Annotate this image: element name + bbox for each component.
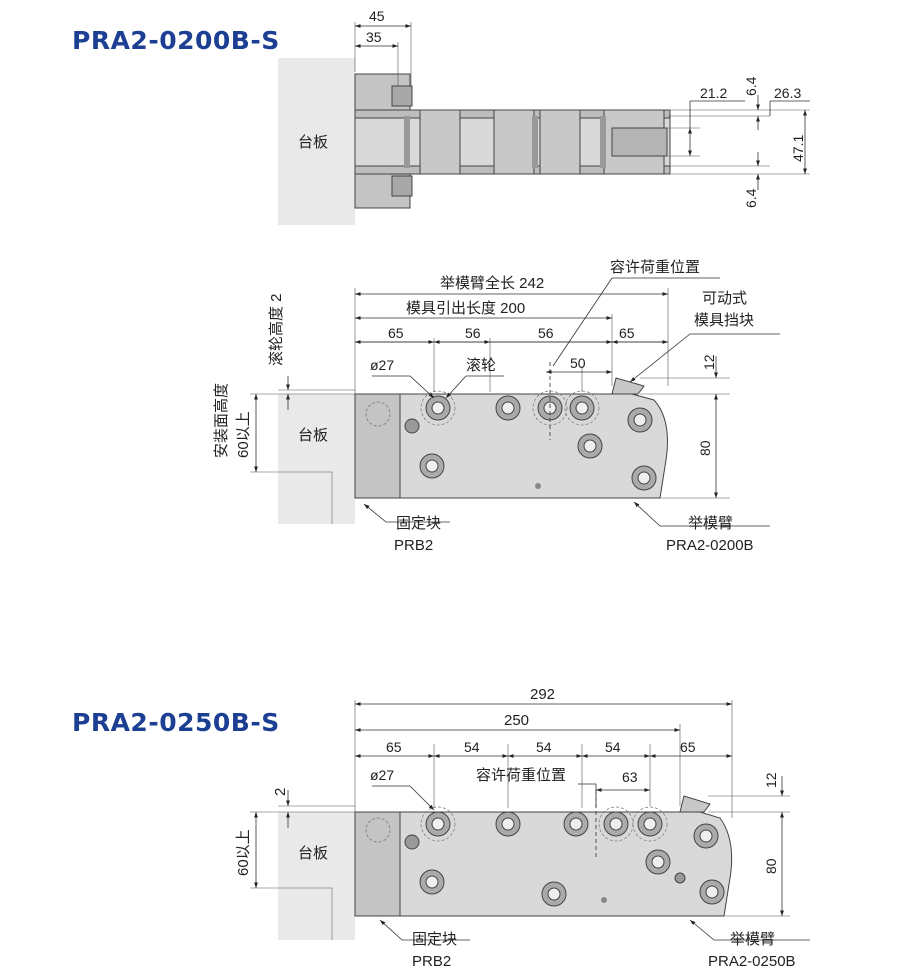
- label-movable-stopper-200-line1: 可动式: [702, 290, 747, 307]
- pitch-200-3: 56: [538, 325, 554, 341]
- label-arm-model-250: PRA2-0250B: [708, 953, 796, 970]
- label-roller-height-200: 滚轮高度 2: [268, 293, 285, 366]
- fixed-block-250: [354, 811, 401, 917]
- dim-292: 292: [530, 686, 555, 703]
- label-diameter-250: ø27: [370, 767, 394, 783]
- divider-1: [404, 116, 410, 168]
- dim-12-200: 12: [701, 354, 717, 370]
- label-install-height-200-line2: 60以上: [235, 411, 252, 458]
- label-install-height-200-line1: 安装面高度: [213, 383, 230, 458]
- label-arm-model-200: PRA2-0200B: [666, 537, 754, 554]
- platen-label-200: 台板: [298, 426, 328, 444]
- platen-label-top: 台板: [298, 133, 328, 151]
- stopper-top: [611, 127, 668, 157]
- title-pra2-0250b-s: PRA2-0250B-S: [72, 708, 280, 737]
- roller-2-top: [493, 109, 535, 175]
- dim-63: 63: [622, 769, 638, 785]
- bolt-head-upper: [391, 85, 413, 107]
- stopper-200: [611, 377, 645, 395]
- divider-2: [532, 116, 538, 168]
- platen-250: [278, 812, 355, 940]
- roller-1-top: [419, 109, 461, 175]
- side-view-200: 台板 举模臂全长 242: [213, 259, 780, 554]
- pitch-250-3: 54: [536, 739, 552, 755]
- bolt-head-lower: [391, 175, 413, 197]
- label-fixed-block-model-250: PRB2: [412, 953, 451, 970]
- platen-200: [278, 394, 355, 524]
- label-load-position-200: 容许荷重位置: [610, 259, 700, 276]
- pitch-250-4: 54: [605, 739, 621, 755]
- label-arm-250: 举模臂: [730, 931, 775, 948]
- label-diameter-200: ø27: [370, 357, 394, 373]
- divider-3: [600, 116, 606, 168]
- title-pra2-0200b-s: PRA2-0200B-S: [72, 26, 280, 55]
- dim-21-2: 21.2: [700, 85, 727, 101]
- label-total-length-242: 举模臂全长 242: [440, 274, 544, 292]
- arm-body-200: [399, 393, 668, 499]
- dim-80-200: 80: [697, 440, 713, 456]
- pitch-250-1: 65: [386, 739, 402, 755]
- top-view: 台板 45 35 21: [278, 8, 810, 225]
- pitch-200-1: 65: [388, 325, 404, 341]
- dim-47-1: 47.1: [790, 135, 806, 162]
- platen-top: [278, 58, 355, 225]
- label-roller-200: 滚轮: [466, 357, 496, 374]
- dim-250: 250: [504, 712, 529, 729]
- roller-3-top: [539, 109, 581, 175]
- label-fixed-block-250: 固定块: [412, 931, 457, 948]
- label-movable-stopper-200-line2: 模具挡块: [694, 312, 754, 329]
- label-load-position-250: 容许荷重位置: [476, 767, 566, 784]
- pitch-200-4: 65: [619, 325, 635, 341]
- dim-80-250: 80: [763, 858, 779, 874]
- label-fixed-block-200: 固定块: [396, 515, 441, 532]
- dim-6-4-bottom: 6.4: [743, 188, 759, 208]
- label-install-height-250: 60以上: [235, 829, 252, 876]
- stopper-250: [679, 795, 711, 813]
- dim-50: 50: [570, 355, 586, 371]
- pitch-250-5: 65: [680, 739, 696, 755]
- dim-26-3: 26.3: [774, 85, 801, 101]
- dim-12-250: 12: [763, 772, 779, 788]
- label-arm-200: 举模臂: [688, 515, 733, 532]
- rollers-250: [404, 806, 725, 907]
- arm-body-250: [399, 811, 733, 917]
- dim-35: 35: [366, 29, 382, 45]
- fixed-block-200: [354, 393, 401, 499]
- platen-label-250: 台板: [298, 844, 328, 862]
- label-fixed-block-model-200: PRB2: [394, 537, 433, 554]
- pitch-200-2: 56: [465, 325, 481, 341]
- side-view-250: 台板: [235, 686, 810, 970]
- dim-6-4-top: 6.4: [743, 76, 759, 96]
- dim-45: 45: [369, 8, 385, 24]
- label-extend-length-200: 模具引出长度 200: [406, 300, 525, 317]
- pitch-250-2: 54: [464, 739, 480, 755]
- dim-2-250: 2: [272, 788, 289, 796]
